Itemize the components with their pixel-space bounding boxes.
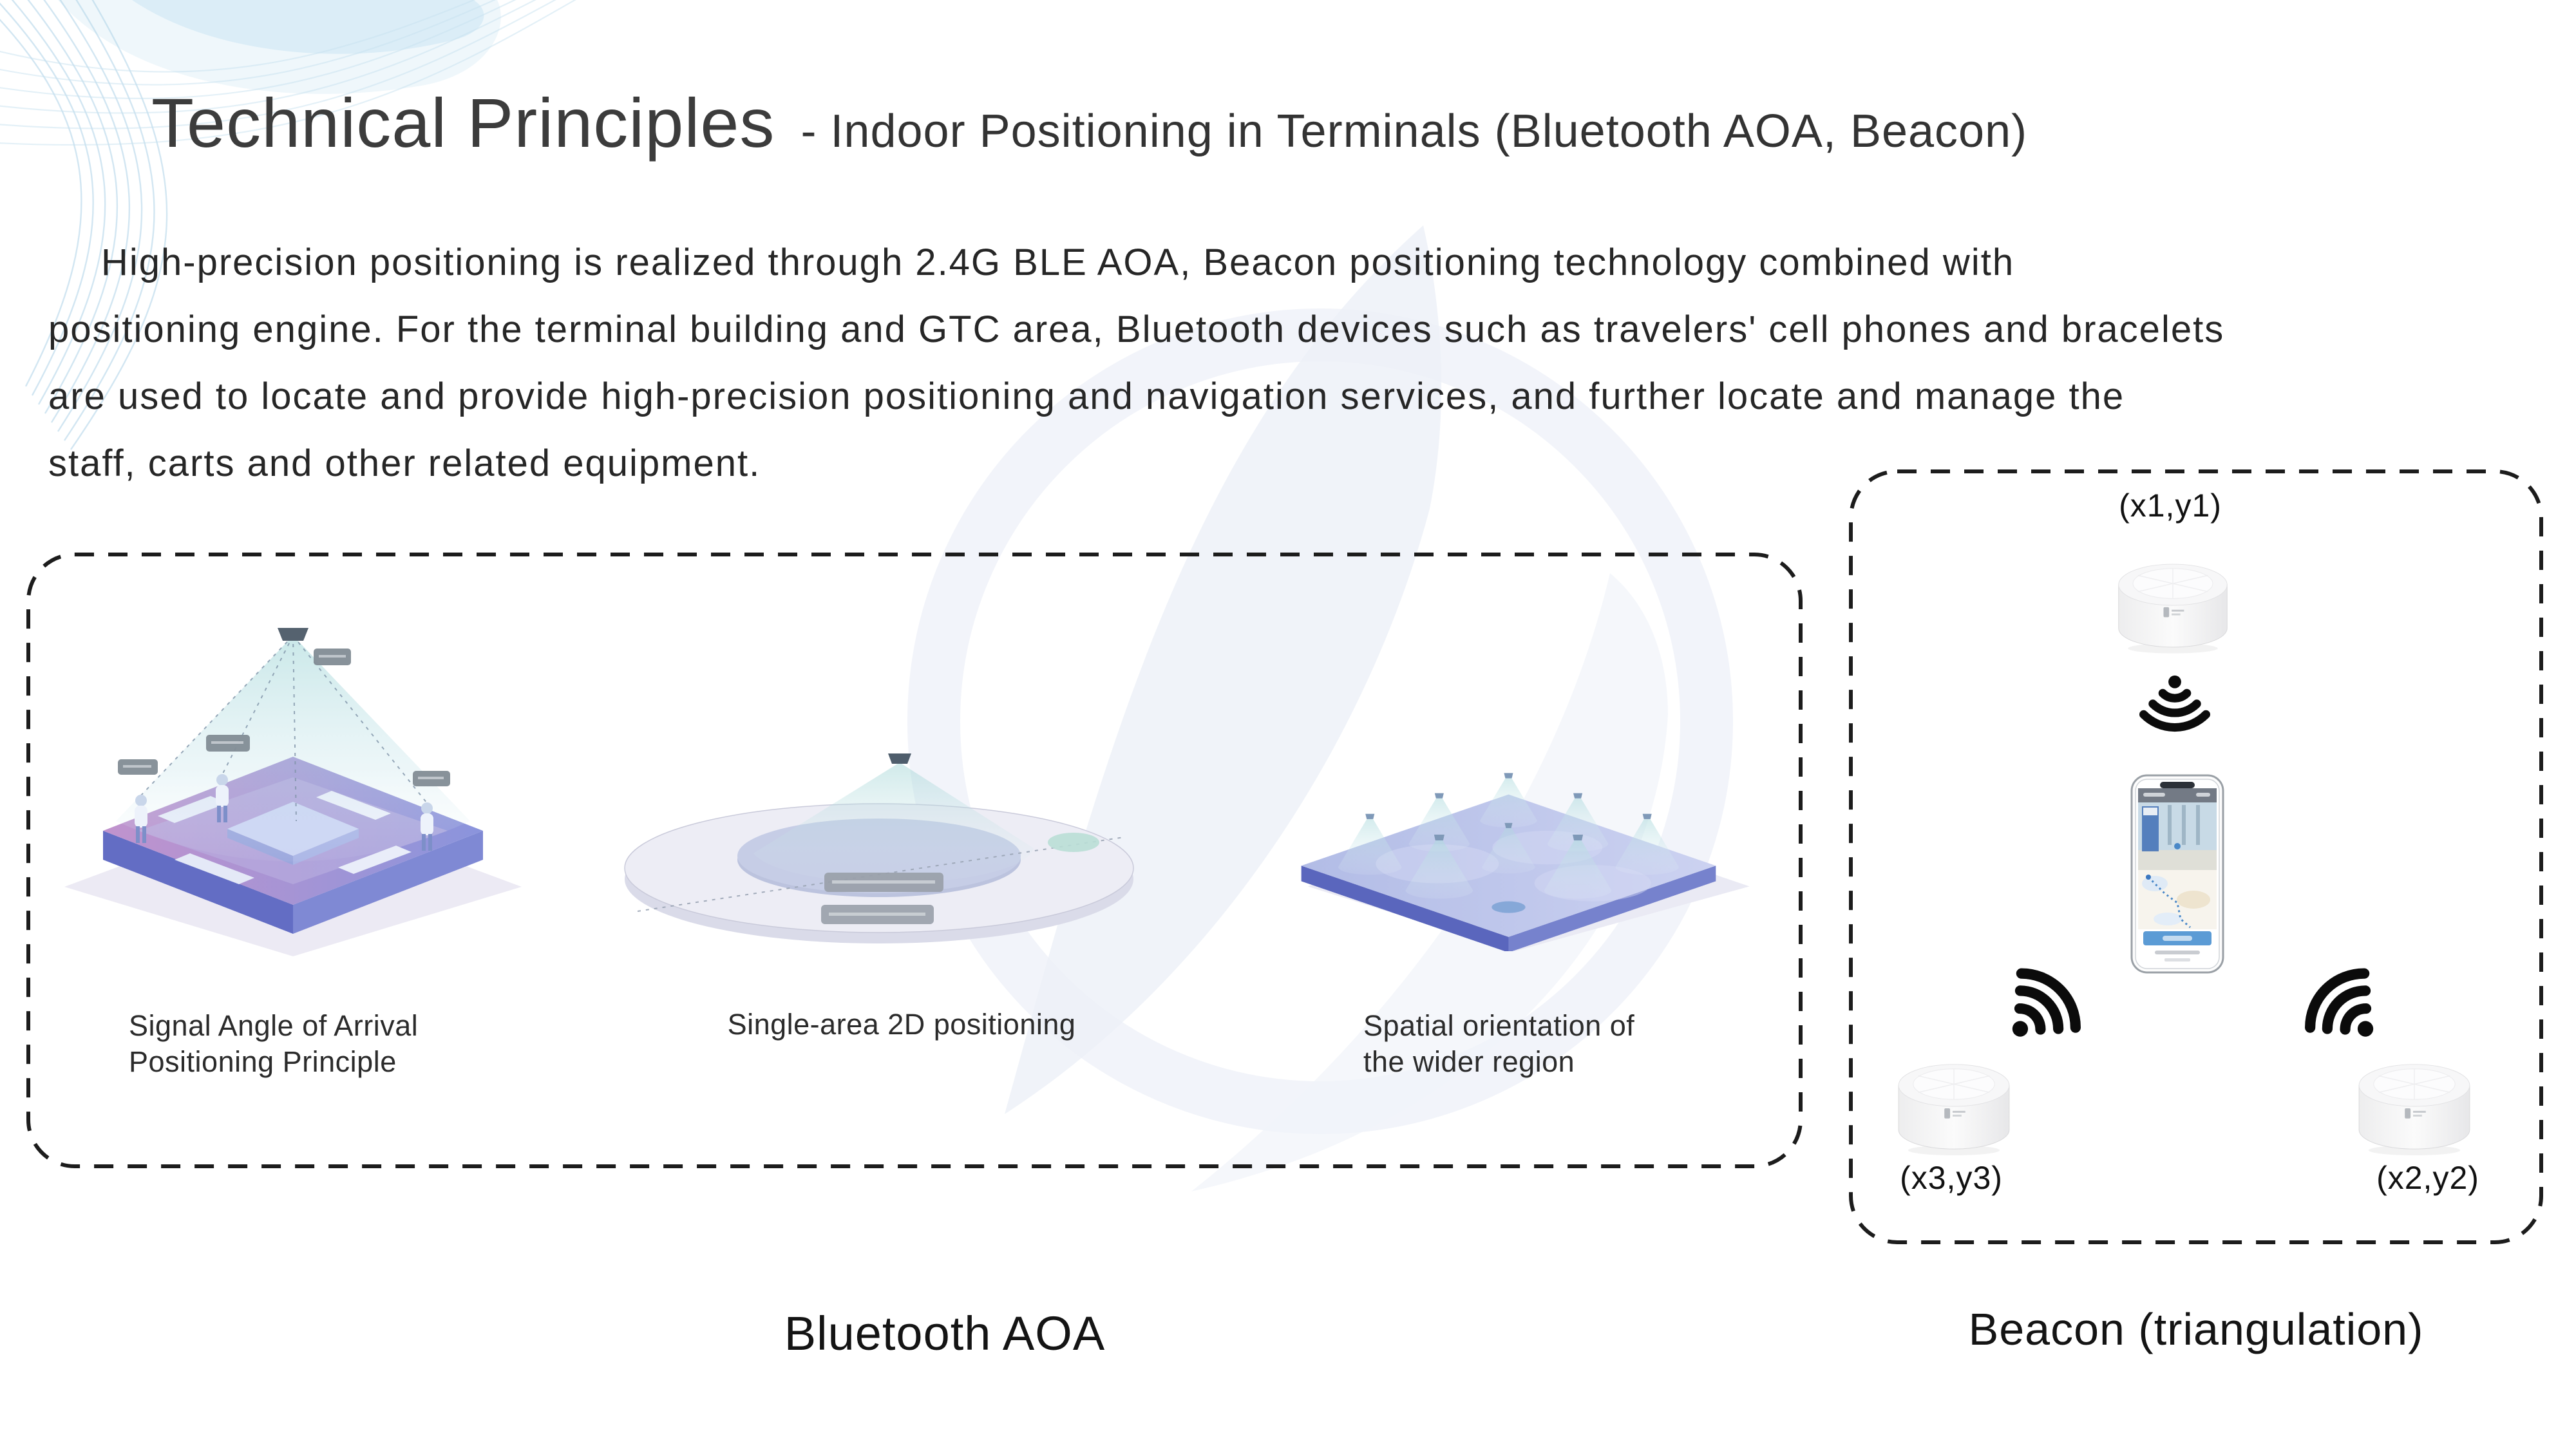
beacon-triangulation-label: Beacon (triangulation)	[1968, 1304, 2424, 1354]
wave-decoration	[0, 0, 576, 450]
intro-line-4: staff, carts and other related equipment…	[48, 442, 761, 484]
smartphone-navigation-app	[2130, 774, 2224, 974]
intro-paragraph: High-precision positioning is realized t…	[48, 229, 2560, 497]
dashed-border	[26, 553, 1803, 1168]
caption-spatial-line1: Spatial orientation of	[1363, 1009, 1635, 1042]
bluetooth-aoa-label: Bluetooth AOA	[784, 1307, 1106, 1360]
aoa-principle-illustration	[64, 628, 522, 956]
blurred-label-badges	[821, 873, 943, 924]
beacon-triangulation-panel: (x1,y1)	[1848, 469, 2544, 1245]
wifi-signal-icon	[2012, 968, 2081, 1037]
beacon-device	[2118, 564, 2228, 654]
caption-aoa-line1: Signal Angle of Arrival	[129, 1009, 419, 1042]
beacon-device	[2358, 1064, 2470, 1156]
caption-aoa-principle: Signal Angle of Arrival Positioning Prin…	[129, 1008, 418, 1080]
caption-single-area: Single-area 2D positioning	[727, 1008, 1076, 1041]
signal-cones	[1338, 773, 1679, 899]
bluetooth-aoa-panel: Signal Angle of Arrival Positioning Prin…	[26, 552, 1803, 1169]
person-figure	[421, 802, 433, 851]
caption-spatial-orientation: Spatial orientation of the wider region	[1363, 1008, 1634, 1080]
spatial-orientation-illustration	[1301, 773, 1750, 951]
dashed-border	[1849, 469, 2543, 1244]
page-subtitle: - Indoor Positioning in Terminals (Bluet…	[800, 106, 2028, 157]
blurred-label-badges	[118, 649, 450, 786]
caption-aoa-line2: Positioning Principle	[129, 1045, 397, 1078]
person-figure	[135, 795, 147, 843]
page-title: Technical Principles	[151, 84, 775, 162]
person-figure	[216, 774, 229, 822]
intro-line-1: High-precision positioning is realized t…	[101, 242, 2015, 283]
wifi-signal-icon	[2305, 968, 2374, 1037]
anchor-coordinate-top: (x1,y1)	[2119, 488, 2222, 524]
beacon-device	[1898, 1064, 2010, 1156]
intro-line-3: are used to locate and provide high-prec…	[48, 375, 2125, 417]
anchor-coordinate-left: (x3,y3)	[1900, 1160, 2003, 1196]
single-area-2d-illustration	[624, 753, 1134, 943]
wifi-signal-icon	[2139, 675, 2210, 732]
anchor-coordinate-right: (x2,y2)	[2376, 1160, 2479, 1196]
intro-line-2: positioning engine. For the terminal bui…	[48, 308, 2225, 350]
caption-spatial-line2: the wider region	[1363, 1045, 1575, 1078]
slide-header: Technical Principles - Indoor Positionin…	[151, 82, 2027, 163]
